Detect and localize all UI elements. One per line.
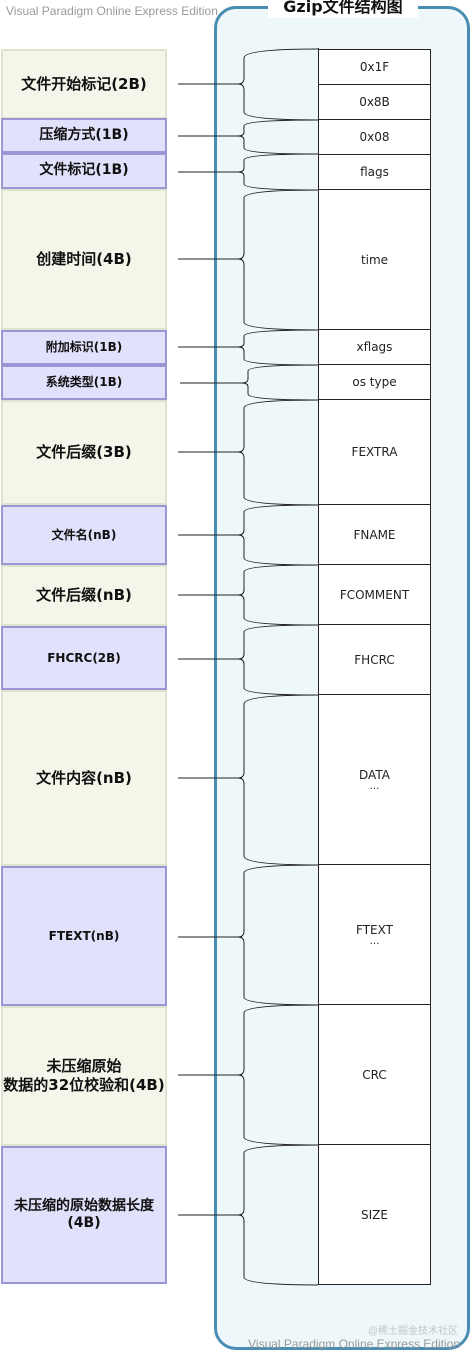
field-size: SIZE (318, 1144, 431, 1285)
watermark-bottom: Visual Paradigm Online Express Edition (248, 1337, 460, 1351)
label-file-flags: 文件标记(1B) (1, 153, 167, 189)
label-original-size: 未压缩的原始数据长度 (4B) (1, 1146, 167, 1284)
label-compression-method: 压缩方式(1B) (1, 118, 167, 153)
field-time: time (318, 189, 431, 330)
label-file-suffix-3b: 文件后缀(3B) (1, 400, 167, 505)
label-crc32: 未压缩原始 数据的32位校验和(4B) (1, 1006, 167, 1146)
label-file-name: 文件名(nB) (1, 505, 167, 565)
field-ftext: FTEXT… (318, 864, 431, 1005)
watermark-credit: @稀土掘金技术社区 (367, 1326, 458, 1337)
field-0x8b: 0x8B (318, 84, 431, 120)
label-extra-flags: 附加标识(1B) (1, 330, 167, 365)
field-crc: CRC (318, 1004, 431, 1145)
field-xflags: xflags (318, 329, 431, 365)
field-fcomment: FCOMMENT (318, 564, 431, 625)
label-creation-time: 创建时间(4B) (1, 189, 167, 330)
label-file-suffix-nb: 文件后缀(nB) (1, 565, 167, 626)
diagram-title: Gzip文件结构图 (268, 0, 418, 18)
field-0x1f: 0x1F (318, 49, 431, 85)
label-fhcrc: FHCRC(2B) (1, 626, 167, 690)
field-0x08: 0x08 (318, 119, 431, 155)
label-file-content: 文件内容(nB) (1, 690, 167, 866)
field-os-type: os type (318, 364, 431, 400)
field-fname: FNAME (318, 504, 431, 565)
label-os-type: 系统类型(1B) (1, 365, 167, 400)
field-flags: flags (318, 154, 431, 190)
field-data: DATA… (318, 694, 431, 865)
label-ftext: FTEXT(nB) (1, 866, 167, 1006)
field-fextra: FEXTRA (318, 399, 431, 505)
watermark-top: Visual Paradigm Online Express Edition (6, 4, 218, 18)
